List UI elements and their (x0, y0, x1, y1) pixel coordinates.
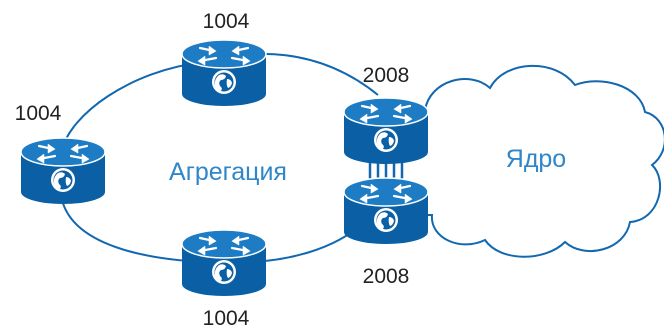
router-right-lower[interactable] (342, 176, 430, 246)
router-icon (180, 38, 268, 108)
router-bottom-label: 1004 (203, 307, 250, 327)
router-right-lower-label: 2008 (363, 265, 410, 288)
router-left[interactable] (19, 136, 107, 206)
router-top-label: 1004 (203, 10, 250, 33)
router-icon (342, 176, 430, 246)
router-left-label: 1004 (15, 102, 62, 125)
router-right-upper-label: 2008 (363, 64, 410, 87)
aggregation-label: Агрегация (169, 158, 287, 186)
core-label: Ядро (506, 145, 566, 173)
router-bottom[interactable] (180, 228, 268, 298)
cloud-icon (424, 64, 664, 258)
router-right-upper[interactable] (342, 96, 430, 166)
router-icon (180, 228, 268, 298)
router-icon (342, 96, 430, 166)
router-icon (19, 136, 107, 206)
router-top[interactable] (180, 38, 268, 108)
